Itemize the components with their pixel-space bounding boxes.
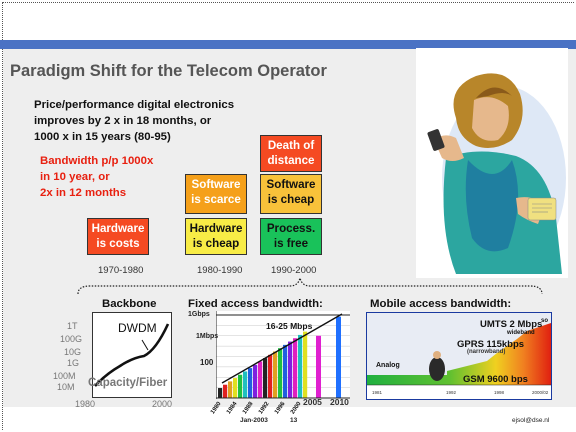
intro-line: Price/performance digital electronics [34, 99, 235, 111]
backbone-x-tick: 2000 [152, 399, 173, 409]
umts-sub-label: wideband [507, 330, 535, 336]
backbone-y-tick: 1T [67, 321, 78, 331]
fixed-bar [238, 374, 243, 398]
analog-label: Analog [376, 362, 400, 369]
fixed-bar [243, 371, 248, 398]
footer-email: ejsol@dse.nl [512, 417, 550, 424]
fixed-y-tick: 100 [200, 358, 214, 367]
fixed-bandwidth-chart [216, 311, 350, 399]
mobile-x-tick: 2000/02 [532, 390, 549, 395]
mobile-x-tick: 1981 [372, 390, 383, 395]
box-line: is scarce [191, 193, 241, 206]
bandwidth-line: in 10 year, or [40, 171, 110, 183]
footer-date: Jan-2003 [240, 417, 268, 424]
gsm-label: GSM 9600 bps [463, 374, 528, 385]
fixed-bars [218, 316, 341, 398]
fixed-bar [273, 351, 278, 398]
fixed-bar [218, 388, 223, 398]
box-process-is-free: Process. is free [260, 218, 322, 255]
box-line: is cheap [267, 193, 315, 206]
backbone-panel [92, 312, 172, 398]
capacity-fiber-label: Capacity/Fiber [88, 377, 168, 389]
box-line: is free [273, 237, 309, 250]
fixed-title: Fixed access bandwidth: [188, 298, 323, 310]
period-label-3: 1990-2000 [271, 265, 317, 276]
intro-line: 1000 x in 15 years (80-95) [34, 131, 171, 143]
backbone-y-tick: 100G [60, 334, 83, 344]
dwdm-label: DWDM [118, 321, 157, 335]
intro-text: Price/performance digital electronics im… [34, 97, 294, 145]
backbone-y-tick: 10M [57, 382, 75, 392]
box-line: is costs [96, 237, 140, 250]
fixed-y-tick: 1Gbps [188, 311, 210, 318]
mobile-title: Mobile access bandwidth: [370, 298, 512, 310]
fixed-bar [258, 361, 263, 398]
bandwidth-line: 2x in 12 months [40, 187, 127, 199]
mobile-x-tick: 1998 [494, 390, 505, 395]
box-software-is-cheap: Software is cheap [260, 174, 322, 214]
fixed-bar [228, 381, 233, 398]
box-software-is-scarce: Software is scarce [185, 174, 247, 214]
box-line: Software [191, 178, 241, 191]
fixed-future-year: 2010 [330, 397, 349, 407]
fixed-bar [223, 384, 228, 398]
fixed-future-year: 2005 [303, 397, 322, 407]
box-line: Hardware [91, 222, 145, 235]
footer-page-number: 13 [290, 417, 298, 424]
box-line: Death of [267, 139, 315, 152]
bandwidth-note: Bandwidth p/p 1000x in 10 year, or 2x in… [40, 153, 200, 201]
fixed-bar [233, 378, 238, 398]
backbone-y-tick: 1G [67, 358, 80, 368]
bandwidth-line: Bandwidth p/p 1000x [40, 155, 154, 167]
fixed-bar [293, 338, 298, 398]
fixed-y-tick: 1Mbps [196, 333, 219, 340]
fixed-bar [263, 358, 268, 398]
box-line: Software [266, 178, 316, 191]
fixed-bar [248, 368, 253, 398]
backbone-y-tick: 100M [53, 371, 76, 381]
curly-brace [77, 277, 543, 295]
gprs-label: GPRS 115kbps [457, 339, 525, 350]
fixed-bar [298, 334, 303, 398]
period-label-2: 1980-1990 [197, 265, 243, 276]
fixed-range-label: 16-25 Mbps [266, 321, 313, 331]
backbone-y-tick: 10G [64, 347, 82, 357]
box-hardware-is-costs: Hardware is costs [87, 218, 149, 255]
box-hardware-is-cheap: Hardware is cheap [185, 218, 247, 255]
umts-label: UMTS 2 Mbps [480, 319, 543, 330]
fixed-bar [268, 354, 273, 398]
umts-sup-label: so [541, 318, 549, 324]
backbone-title: Backbone [102, 298, 157, 310]
fixed-future-bar [316, 335, 321, 398]
backbone-curve [94, 323, 170, 387]
fixed-bar [283, 344, 288, 398]
fixed-bar [288, 341, 293, 398]
fixed-bar [278, 348, 283, 398]
backbone-x-tick: 1980 [75, 399, 96, 409]
period-label-1: 1970-1980 [98, 265, 144, 276]
fixed-bar [253, 364, 258, 398]
fixed-bar [303, 331, 308, 398]
box-death-of-distance: Death of distance [260, 135, 322, 172]
box-line: Process. [266, 222, 316, 235]
slide-title: Paradigm Shift for the Telecom Operator [10, 62, 327, 80]
intro-line: improves by 2 x in 18 months, or [34, 115, 212, 127]
mobile-x-tick: 1992 [446, 390, 457, 395]
box-line: distance [267, 154, 315, 167]
fixed-future-bar [336, 316, 341, 398]
box-line: is cheap [192, 237, 240, 250]
top-accent-bar [0, 40, 576, 49]
gprs-sub-label: (narrowband) [467, 349, 506, 355]
mobile-chart [367, 313, 551, 399]
woman-phone-illustration [416, 48, 568, 278]
box-line: Hardware [189, 222, 243, 235]
